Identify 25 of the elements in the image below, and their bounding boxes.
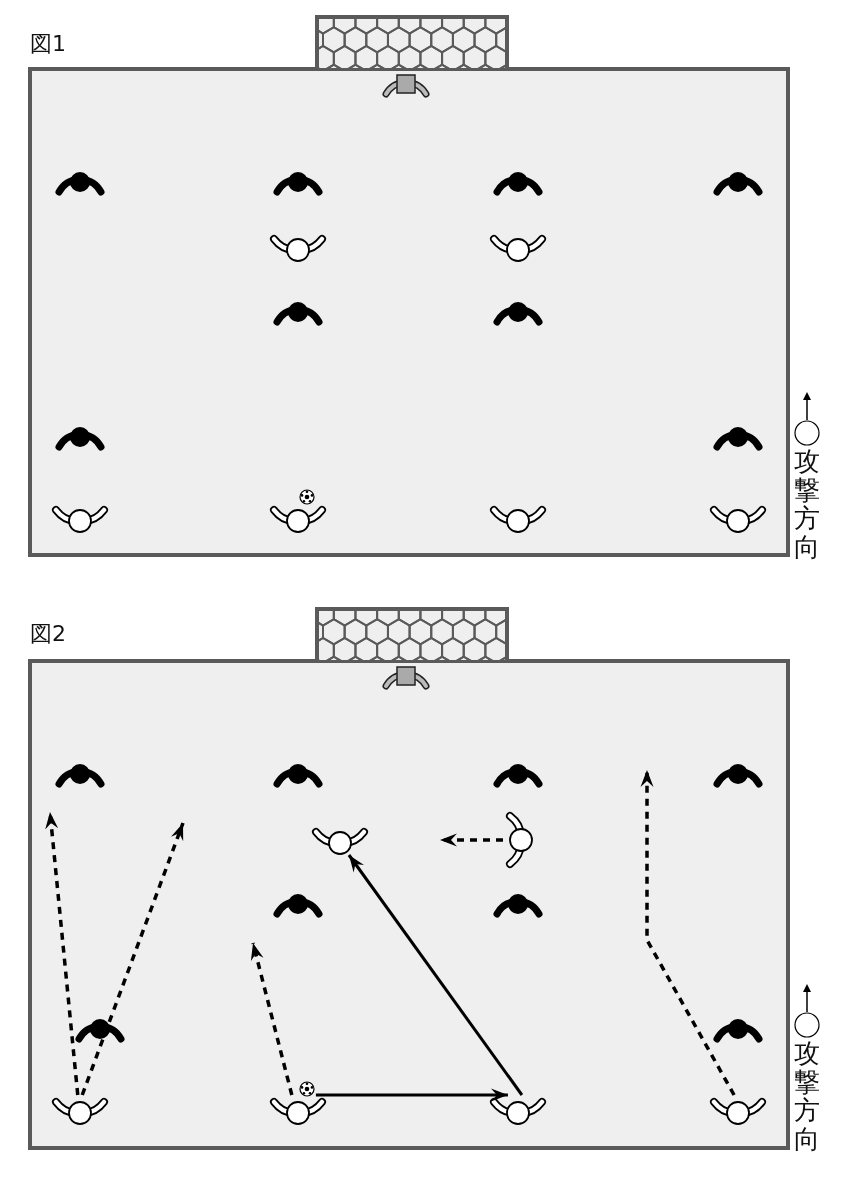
figure-title: 図1	[30, 33, 66, 55]
arrow	[640, 770, 736, 1096]
arrow	[440, 833, 503, 847]
attack-direction-label: 攻撃方向	[794, 447, 820, 562]
attacker-figure	[52, 503, 108, 533]
arrow	[315, 1088, 508, 1102]
attacker-figure	[270, 503, 326, 533]
attacker-figure	[270, 232, 326, 262]
attacker-figure	[270, 1095, 326, 1125]
attacker-figure	[490, 1095, 546, 1125]
attack-direction-label: 攻撃方向	[794, 1039, 820, 1154]
arrow	[347, 854, 524, 1096]
circle-mark	[794, 420, 820, 446]
attacker-figure	[490, 232, 546, 262]
attacker-figure	[312, 825, 368, 855]
arrow	[80, 822, 185, 1096]
attacker-figure	[503, 812, 533, 868]
attacker-figure	[52, 1095, 108, 1125]
attacker-figure	[710, 1095, 766, 1125]
circle-mark	[794, 1012, 820, 1038]
attacker-figure	[710, 503, 766, 533]
attacker-figure	[490, 503, 546, 533]
figure-title: 図2	[30, 623, 66, 645]
arrow	[250, 942, 294, 1096]
arrow	[45, 811, 80, 1096]
